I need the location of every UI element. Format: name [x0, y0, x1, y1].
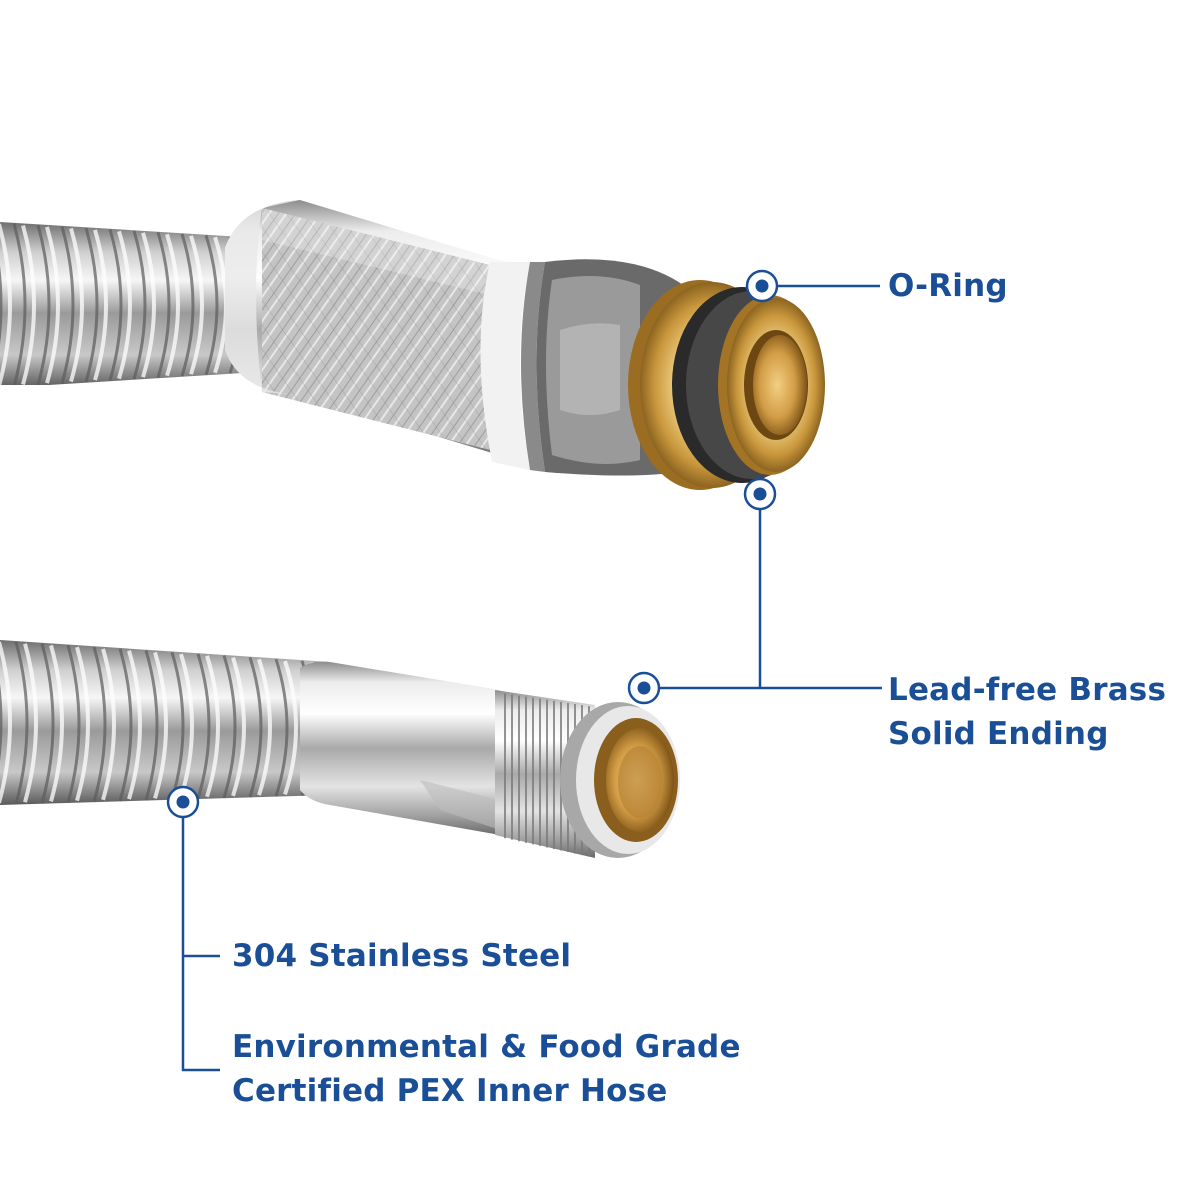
callout-stainless-line: 304 Stainless Steel	[232, 938, 572, 974]
marker-brass-top	[743, 477, 777, 511]
callout-brass-line-2: Solid Ending	[888, 716, 1109, 752]
callout-stainless-steel: 304 Stainless Steel	[232, 934, 571, 978]
marker-brass-bottom	[627, 671, 661, 705]
callout-o-ring-line: O-Ring	[888, 268, 1008, 304]
marker-o-ring	[745, 269, 779, 303]
callout-inner-hose-line-1: Environmental & Food Grade	[232, 1029, 741, 1065]
top-hose	[0, 222, 260, 385]
callout-leaders	[181, 284, 882, 1072]
bottom-chrome-sleeve	[300, 661, 595, 858]
callout-brass-ending: Lead-free Brass Solid Ending	[888, 668, 1166, 756]
top-brass-fitting	[628, 280, 825, 490]
callout-o-ring: O-Ring	[888, 264, 1008, 308]
callout-inner-hose: Environmental & Food Grade Certified PEX…	[232, 1025, 741, 1113]
marker-stainless	[166, 785, 200, 819]
callout-inner-hose-line-2: Certified PEX Inner Hose	[232, 1073, 668, 1109]
callout-brass-line-1: Lead-free Brass	[888, 672, 1167, 708]
bottom-brass-end	[560, 702, 680, 858]
bottom-hose	[0, 640, 330, 805]
top-knurled-nut	[225, 200, 690, 476]
